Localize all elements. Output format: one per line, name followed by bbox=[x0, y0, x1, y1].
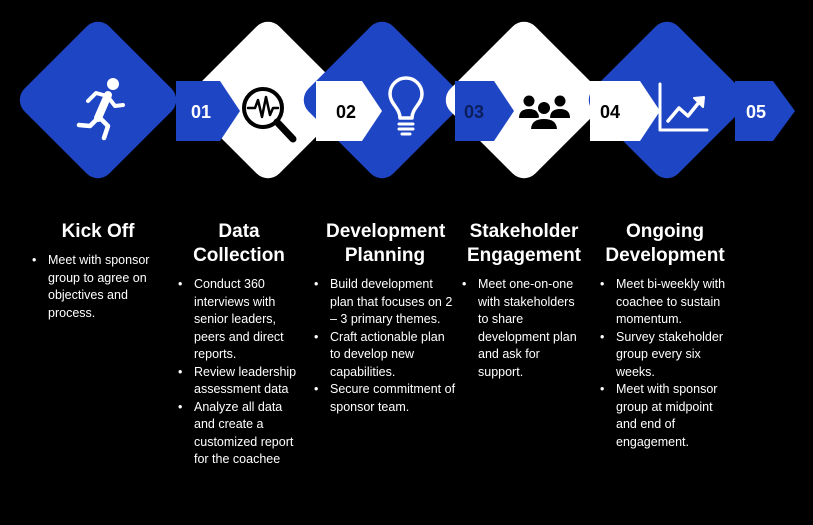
bullet-item: Conduct 360 interviews with senior leade… bbox=[176, 276, 302, 364]
stage-development-planning: Development Planning Build development p… bbox=[312, 220, 458, 416]
people-group-icon bbox=[519, 95, 570, 131]
arrow-04 bbox=[590, 81, 660, 141]
stage-bullets: Meet one-on-one with stakeholders to sha… bbox=[460, 276, 588, 381]
stage-1-diamond bbox=[19, 21, 177, 179]
arrow-02 bbox=[316, 81, 382, 141]
step-number-04: 04 bbox=[600, 102, 620, 122]
step-number-02: 02 bbox=[336, 102, 356, 122]
bullet-item: Meet one-on-one with stakeholders to sha… bbox=[460, 276, 588, 381]
stage-bullets: Build development plan that focuses on 2… bbox=[312, 276, 458, 416]
stage-bullets: Meet with sponsor group to agree on obje… bbox=[30, 252, 166, 322]
bullet-item: Meet bi-weekly with coachee to sustain m… bbox=[598, 276, 732, 329]
arrow-03 bbox=[455, 81, 514, 141]
trend-chart-icon bbox=[658, 82, 709, 132]
stage-ongoing-development: Ongoing Development Meet bi-weekly with … bbox=[598, 220, 732, 451]
bullet-item: Meet with sponsor group to agree on obje… bbox=[30, 252, 166, 322]
stage-title: Stakeholder Engagement bbox=[466, 221, 582, 266]
bullet-item: Secure commitment of sponsor team. bbox=[312, 381, 458, 416]
stage-2-diamond bbox=[189, 21, 347, 179]
stage-kick-off: Kick Off Meet with sponsor group to agre… bbox=[30, 220, 166, 322]
stage-data-collection: Data Collection Conduct 360 interviews w… bbox=[176, 220, 302, 469]
magnifier-heartbeat-icon bbox=[242, 87, 297, 143]
lightbulb-icon bbox=[388, 76, 424, 136]
stage-bullets: Meet bi-weekly with coachee to sustain m… bbox=[598, 276, 732, 451]
bullet-item: Review leadership assessment data bbox=[176, 364, 302, 399]
step-number-03: 03 bbox=[464, 102, 484, 122]
stage-bullets: Conduct 360 interviews with senior leade… bbox=[176, 276, 302, 469]
bullet-item: Craft actionable plan to develop new cap… bbox=[312, 329, 458, 382]
step-number-01: 01 bbox=[191, 102, 211, 122]
arrow-01 bbox=[176, 81, 240, 141]
bullet-item: Build development plan that focuses on 2… bbox=[312, 276, 458, 329]
step-number-05: 05 bbox=[746, 102, 766, 122]
stage-title: Data Collection bbox=[176, 220, 302, 268]
arrow-05 bbox=[735, 81, 795, 141]
stage-title: Kick Off bbox=[61, 221, 135, 242]
stage-title-text: Development Planning bbox=[326, 221, 446, 266]
stage-title: Ongoing Development bbox=[605, 221, 725, 266]
running-person-icon bbox=[76, 78, 125, 141]
stage-stakeholder-engagement: Stakeholder Engagement Meet one-on-one w… bbox=[460, 220, 588, 381]
bullet-item: Survey stakeholder group every six weeks… bbox=[598, 329, 732, 382]
stage-title: Development Planning bbox=[312, 220, 458, 268]
bullet-item: Analyze all data and create a customized… bbox=[176, 399, 302, 469]
stage-title-text: Data Collection bbox=[193, 221, 285, 266]
bullet-item: Meet with sponsor group at midpoint and … bbox=[598, 381, 732, 451]
